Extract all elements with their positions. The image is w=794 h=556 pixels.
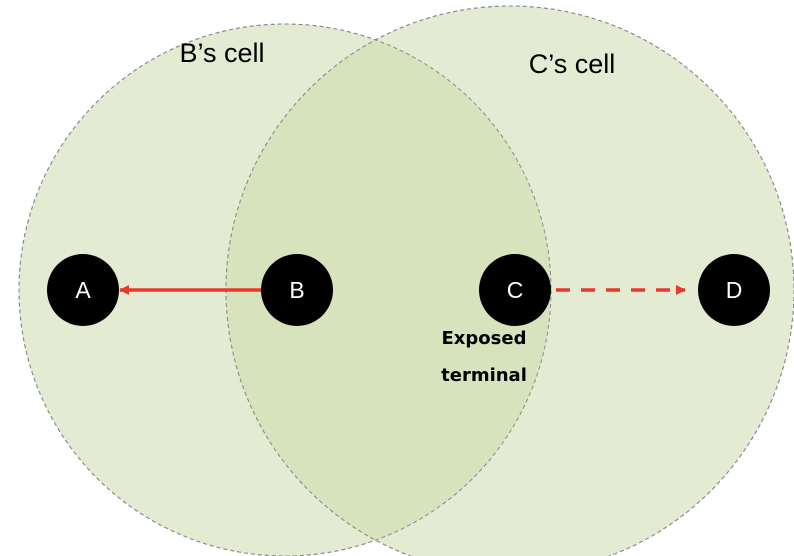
node-d-label: D [726,277,743,303]
node-a: A [47,254,119,326]
node-c-label: C [507,277,524,303]
b-cell-label: B’s cell [179,38,264,68]
node-c: C [479,254,551,326]
exposed-terminal-line1: Exposed [442,328,527,349]
node-a-label: A [75,277,91,303]
exposed-terminal-line2: terminal [441,365,527,386]
node-d: D [698,254,770,326]
node-b: B [261,254,333,326]
c-cell-label: C’s cell [529,49,616,79]
node-b-label: B [289,277,304,303]
